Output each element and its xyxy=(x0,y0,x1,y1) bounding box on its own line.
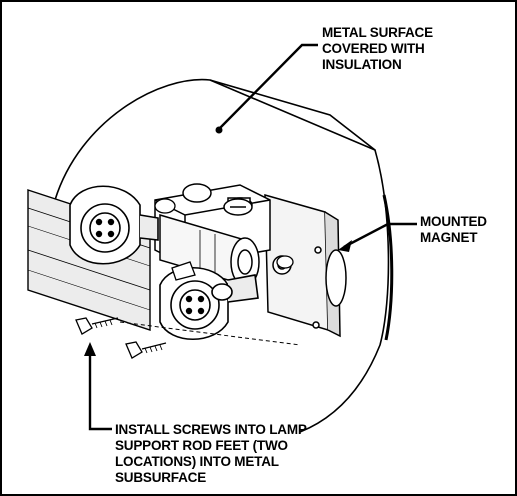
screw-leader-arrow xyxy=(84,342,96,356)
screws-callout-line: SUBSURFACE xyxy=(115,470,207,485)
insulation-leader-dot xyxy=(215,126,223,134)
leader-lines xyxy=(88,43,417,431)
insulation-callout-line: INSULATION xyxy=(322,57,402,72)
screws-callout-line: SUPPORT ROD FEET (TWO xyxy=(115,438,288,453)
screw-lower xyxy=(125,341,167,359)
magnet-callout-line: MAGNET xyxy=(420,230,478,245)
screw-guide-line xyxy=(119,321,301,346)
screw-upper xyxy=(75,317,119,335)
lower-clamp xyxy=(159,266,259,341)
insulation-callout-line: COVERED WITH xyxy=(322,41,425,56)
screws-callout-line: INSTALL SCREWS INTO LAMP xyxy=(115,422,307,437)
insulation-callout-line: METAL SURFACE xyxy=(322,25,433,40)
insulation-callout: METAL SURFACE COVERED WITH INSULATION xyxy=(322,25,433,73)
mounted-magnet xyxy=(325,249,347,307)
lamp-cylinder xyxy=(159,213,260,287)
magnet-leader-arrow xyxy=(338,240,352,252)
magnet-callout: MOUNTED MAGNET xyxy=(420,214,487,246)
screws-callout: INSTALL SCREWS INTO LAMP SUPPORT ROD FEE… xyxy=(115,422,307,486)
magnet-callout-line: MOUNTED xyxy=(420,214,487,229)
screws-callout-line: LOCATIONS) INTO METAL xyxy=(115,454,279,469)
hardware-nuts xyxy=(154,198,294,281)
upper-clamp xyxy=(69,185,159,265)
